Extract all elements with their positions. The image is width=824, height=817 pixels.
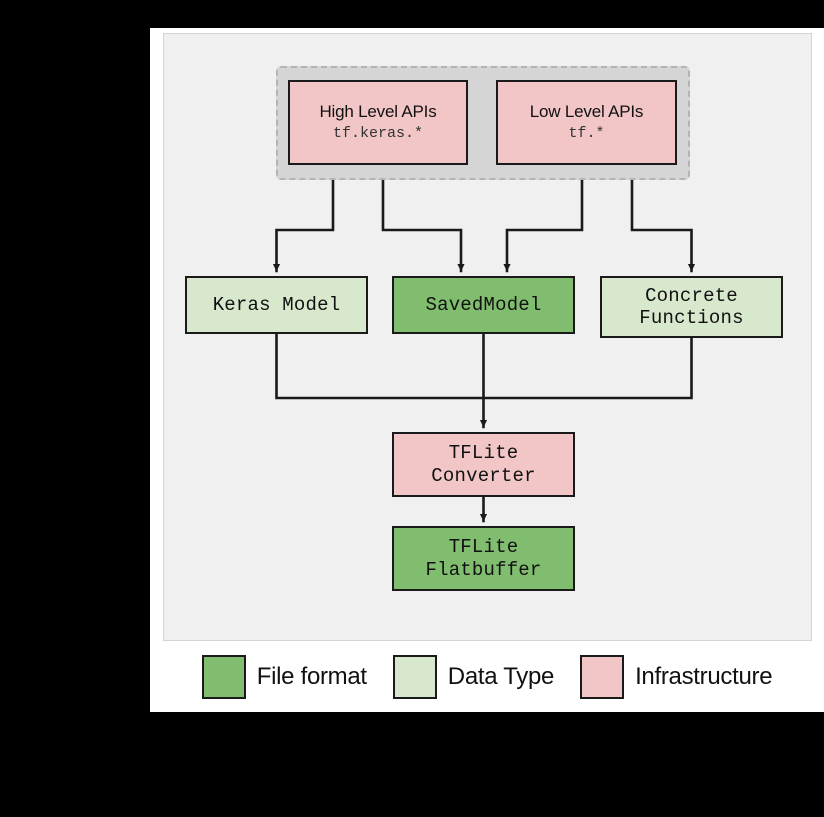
legend: File format Data Type Infrastructure (150, 641, 824, 712)
node-savedmodel[interactable]: SavedModel (392, 276, 575, 334)
legend-label-file-format: File format (256, 662, 367, 690)
node-high-level-apis[interactable]: High Level APIs tf.keras.* (288, 80, 468, 165)
diagram-card: High Level APIs tf.keras.* Low Level API… (150, 28, 824, 712)
node-keras-model-label: Keras Model (212, 293, 341, 316)
node-low-level-apis-title: Low Level APIs (529, 102, 644, 122)
legend-item-infrastructure: Infrastructure (580, 654, 773, 699)
node-high-level-apis-subtitle: tf.keras.* (332, 125, 423, 143)
node-tflite-converter-label-line1: TFLite (448, 442, 519, 465)
node-concrete-functions-label-line1: Concrete (645, 284, 738, 307)
node-tflite-converter[interactable]: TFLite Converter (392, 432, 575, 497)
node-savedmodel-label: SavedModel (425, 293, 542, 316)
node-tflite-flatbuffer-label-line1: TFLite (448, 536, 519, 559)
legend-swatch-infrastructure (580, 654, 625, 699)
node-tflite-flatbuffer-label-line2: Flatbuffer (425, 558, 542, 581)
node-tflite-flatbuffer[interactable]: TFLite Flatbuffer (392, 526, 575, 591)
legend-swatch-file-format (201, 654, 246, 699)
node-concrete-functions-label-line2: Functions (639, 307, 744, 329)
legend-item-data-type: Data Type (392, 654, 555, 699)
node-low-level-apis[interactable]: Low Level APIs tf.* (496, 80, 677, 165)
legend-swatch-data-type (392, 654, 437, 699)
legend-label-infrastructure: Infrastructure (635, 662, 773, 690)
legend-item-file-format: File format (201, 654, 367, 699)
node-high-level-apis-title: High Level APIs (319, 102, 437, 122)
node-keras-model[interactable]: Keras Model (185, 276, 368, 334)
legend-label-data-type: Data Type (447, 662, 555, 690)
node-concrete-functions[interactable]: Concrete Functions (600, 276, 783, 338)
node-low-level-apis-subtitle: tf.* (568, 125, 605, 143)
node-tflite-converter-label-line2: Converter (431, 464, 536, 487)
